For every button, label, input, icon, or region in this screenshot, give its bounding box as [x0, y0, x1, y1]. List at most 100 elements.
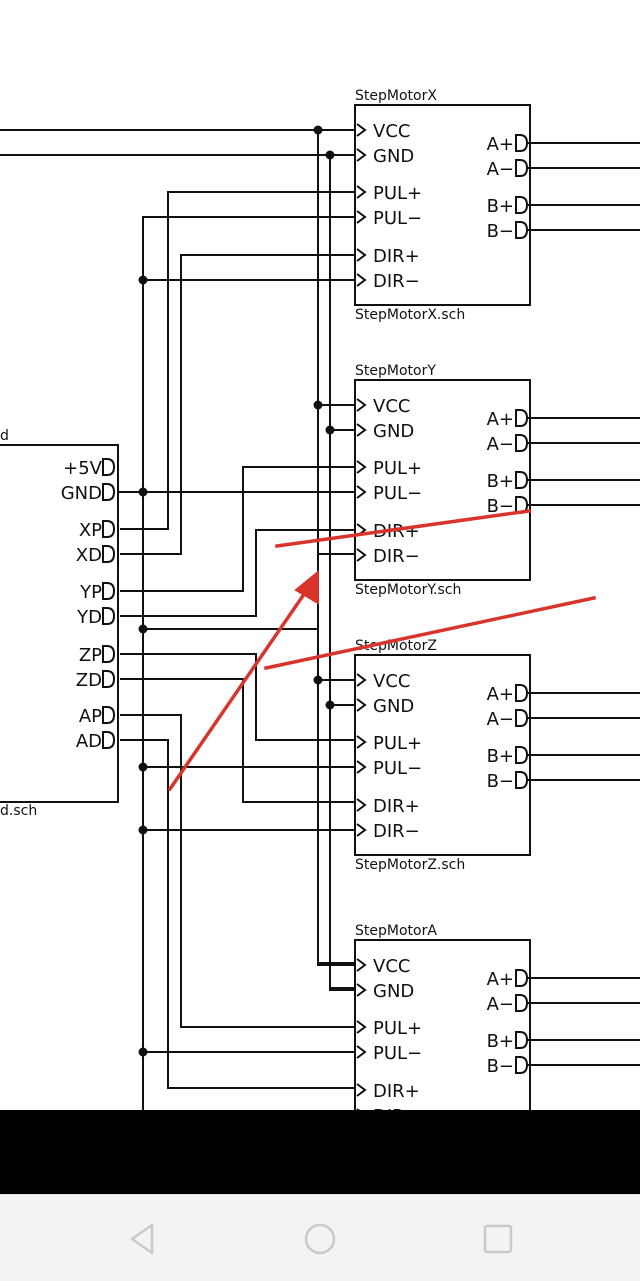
block-filename: StepMotorX.sch [355, 307, 465, 323]
pin-label: PUL− [373, 758, 422, 779]
pin-label: B+ [487, 196, 514, 217]
red-annotation-line [275, 509, 531, 548]
pin-label: A+ [487, 134, 514, 155]
left-block-title: d [0, 428, 9, 444]
pin-label: PUL+ [373, 458, 422, 479]
port-in-glyph [356, 423, 367, 437]
pin-label: A− [487, 994, 514, 1015]
port-in-glyph [356, 273, 367, 287]
port-in-glyph [356, 760, 367, 774]
signal-wire-yp [120, 466, 355, 592]
pin-label: DIR+ [373, 1081, 420, 1102]
port-in-glyph [356, 983, 367, 997]
port-d-glyph [102, 706, 116, 724]
port-in-glyph [356, 185, 367, 199]
port-d-glyph [515, 1031, 529, 1049]
signal-wire-xp [120, 191, 355, 530]
block-filename: StepMotorZ.sch [355, 857, 465, 873]
pin-label: PUL+ [373, 183, 422, 204]
left-block-outline [0, 444, 119, 803]
recents-button[interactable] [476, 1217, 520, 1261]
signal-wire-xd [120, 254, 355, 555]
pin-label: DIR+ [373, 796, 420, 817]
port-d-glyph [102, 645, 116, 663]
pin-label: PUL− [373, 1043, 422, 1064]
pin-label: A+ [487, 969, 514, 990]
port-in-glyph [356, 148, 367, 162]
port-in-glyph [356, 210, 367, 224]
pin-label: PUL− [373, 483, 422, 504]
port-in-glyph [356, 460, 367, 474]
port-d-glyph [102, 483, 116, 501]
pin-label: PUL− [373, 208, 422, 229]
pin-label: DIR− [373, 546, 420, 567]
pin-label: DIR− [373, 1106, 420, 1110]
signal-wire-ad [120, 739, 355, 1089]
port-d-glyph [102, 670, 116, 688]
pin-label: AP [79, 706, 102, 727]
port-in-glyph [356, 1083, 367, 1097]
pin-label: B+ [487, 1031, 514, 1052]
port-d-glyph [515, 471, 529, 489]
home-circle-icon [304, 1223, 336, 1255]
port-d-glyph [515, 434, 529, 452]
port-d-glyph [515, 771, 529, 789]
port-d-glyph [515, 969, 529, 987]
pin-label: GND [373, 696, 414, 717]
block-title: StepMotorZ [355, 638, 437, 654]
home-button[interactable] [298, 1217, 342, 1261]
pin-label: AD [76, 731, 102, 752]
port-d-glyph [515, 746, 529, 764]
pin-label: YP [79, 582, 102, 603]
pin-label: ZD [76, 670, 102, 691]
block-title: StepMotorA [355, 923, 437, 939]
signal-wire-ap [120, 714, 355, 1028]
red-arrowhead [294, 569, 319, 605]
pin-label: B− [487, 496, 514, 517]
pin-label: DIR+ [373, 246, 420, 267]
pin-label: +5V [63, 458, 103, 479]
port-d-glyph [515, 159, 529, 177]
block-filename: StepMotorY.sch [355, 582, 461, 598]
pin-label: ZP [79, 645, 102, 666]
pin-label: B− [487, 221, 514, 242]
back-triangle-icon [130, 1223, 154, 1255]
port-d-glyph [515, 709, 529, 727]
port-in-glyph [356, 485, 367, 499]
pin-label: XP [79, 520, 102, 541]
block-title: StepMotorY [355, 363, 436, 379]
port-d-glyph [102, 458, 116, 476]
red-annotation-line [263, 595, 597, 671]
pin-label: A+ [487, 684, 514, 705]
junction-dot [313, 675, 323, 685]
port-d-glyph [102, 520, 116, 538]
port-in-glyph [356, 123, 367, 137]
port-in-glyph [356, 673, 367, 687]
port-d-glyph [515, 221, 529, 239]
port-in-glyph [356, 823, 367, 837]
junction-dot [138, 275, 148, 285]
port-d-glyph [515, 1056, 529, 1074]
red-annotation-arrow-shaft [167, 584, 312, 792]
pin-label: GND [373, 146, 414, 167]
back-button[interactable] [120, 1217, 164, 1261]
junction-dot [325, 700, 335, 710]
junction-dot [138, 825, 148, 835]
pin-label: VCC [373, 121, 410, 142]
pin-label: VCC [373, 956, 410, 977]
port-in-glyph [356, 798, 367, 812]
pin-label: B− [487, 1056, 514, 1077]
port-d-glyph [102, 731, 116, 749]
pin-label: PUL+ [373, 1018, 422, 1039]
port-d-glyph [102, 582, 116, 600]
junction-dot [138, 762, 148, 772]
pin-label: A− [487, 434, 514, 455]
port-in-glyph [356, 1020, 367, 1034]
pin-label: B− [487, 771, 514, 792]
pin-label: B+ [487, 471, 514, 492]
pin-label: GND [373, 981, 414, 1002]
port-in-glyph [356, 1045, 367, 1059]
port-d-glyph [515, 409, 529, 427]
recents-square-icon [483, 1224, 513, 1254]
block-title: StepMotorX [355, 88, 437, 104]
